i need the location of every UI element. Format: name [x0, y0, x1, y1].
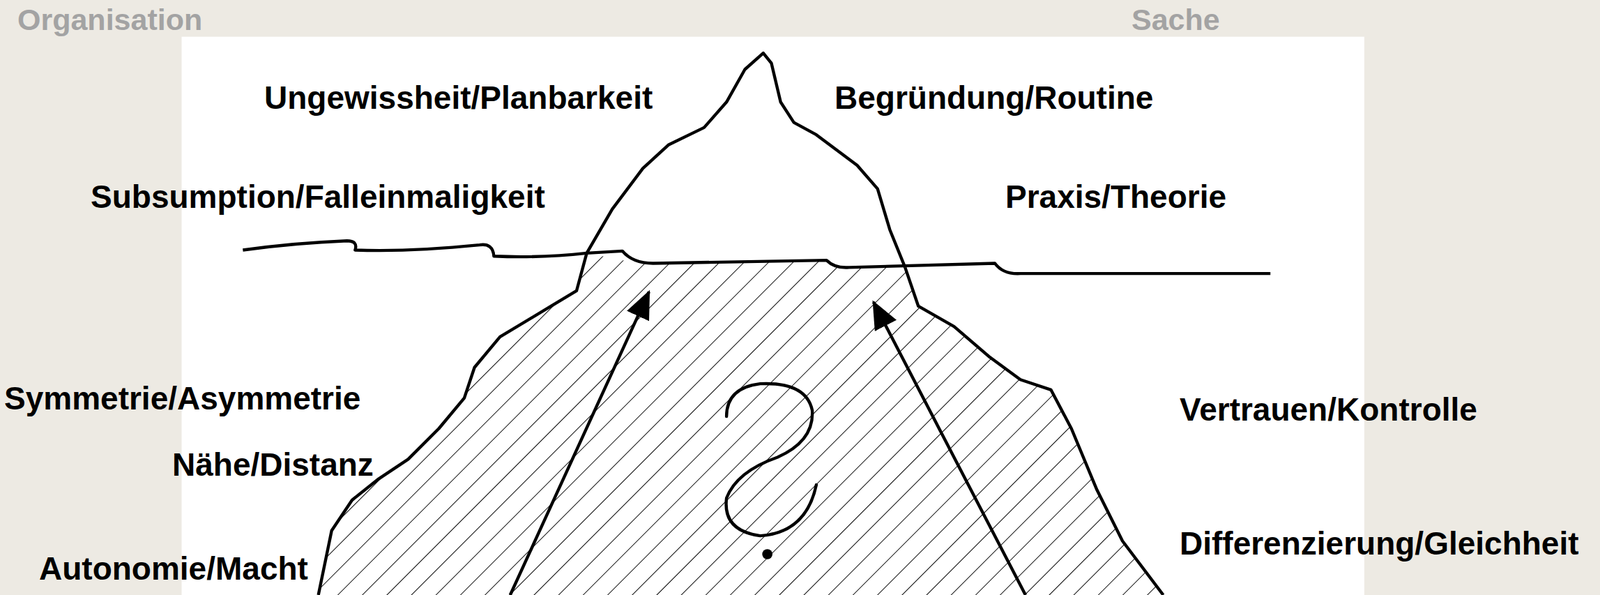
section-heading: Sache	[1131, 2, 1221, 37]
tension-label: Symmetrie/Asymmetrie	[4, 379, 361, 417]
tension-label: Ungewissheit/Planbarkeit	[264, 79, 653, 117]
tension-label: Vertrauen/Kontrolle	[1179, 391, 1478, 429]
tension-label: Nähe/Distanz	[172, 446, 374, 484]
iceberg-underwater	[318, 253, 1164, 595]
arrow	[873, 301, 1026, 595]
tension-label: Autonomie/Macht	[39, 550, 309, 588]
question-mark	[726, 383, 817, 536]
tension-label: Begründung/Routine	[834, 79, 1154, 117]
arrow	[510, 291, 650, 595]
iceberg-edge	[318, 253, 588, 595]
question-dot	[762, 548, 773, 560]
iceberg-edge	[904, 267, 1163, 595]
section-heading: Organisation	[17, 2, 203, 37]
water-line	[242, 240, 1271, 274]
tension-label: Subsumption/Falleinmaligkeit	[90, 178, 546, 216]
tension-label: Differenzierung/Gleichheit	[1179, 524, 1580, 562]
white-panel	[181, 36, 1365, 595]
tension-label: Praxis/Theorie	[1005, 178, 1227, 216]
